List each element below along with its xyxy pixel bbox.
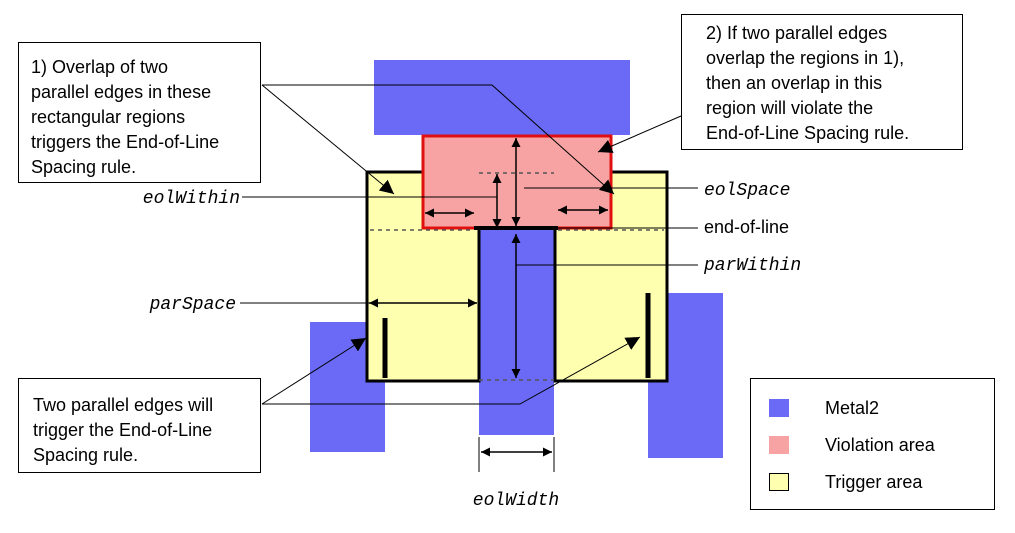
end-of-line-label: end-of-line <box>704 217 789 237</box>
metal2-top-shape <box>374 60 630 135</box>
eol-within-label: eolWithin <box>143 189 240 209</box>
callout-parallel-edges-overlap: 2) If two parallel edges overlap the reg… <box>681 14 963 150</box>
par-within-label: parWithin <box>703 256 801 276</box>
callout1-leader-left <box>261 84 395 195</box>
legend-item-metal2: Metal2 <box>769 396 879 420</box>
legend-label-violation: Violation area <box>825 434 935 455</box>
callout-overlap-regions: 1) Overlap of two parallel edges in thes… <box>18 42 261 183</box>
callout-parallel-edges-trigger: Two parallel edges will trigger the End-… <box>18 378 261 473</box>
callout2-leader <box>597 115 682 153</box>
eol-width-label: eolWidth <box>473 491 559 511</box>
callout3-leader-left <box>261 337 367 405</box>
legend-item-violation: Violation area <box>769 433 935 457</box>
legend-label-trigger: Trigger area <box>825 471 923 492</box>
callout1-leader-right <box>491 84 615 195</box>
legend-item-trigger: Trigger area <box>769 470 922 494</box>
metal2-swatch <box>769 399 789 417</box>
legend: Metal2 Violation area Trigger area <box>750 378 995 510</box>
eol-space-label: eolSpace <box>704 181 790 201</box>
violation-swatch <box>769 436 789 454</box>
callout3-leader-right <box>519 336 641 405</box>
legend-label-metal2: Metal2 <box>825 397 880 418</box>
trigger-swatch <box>769 473 789 491</box>
par-space-label: parSpace <box>149 295 236 315</box>
violation-area <box>421 134 613 230</box>
